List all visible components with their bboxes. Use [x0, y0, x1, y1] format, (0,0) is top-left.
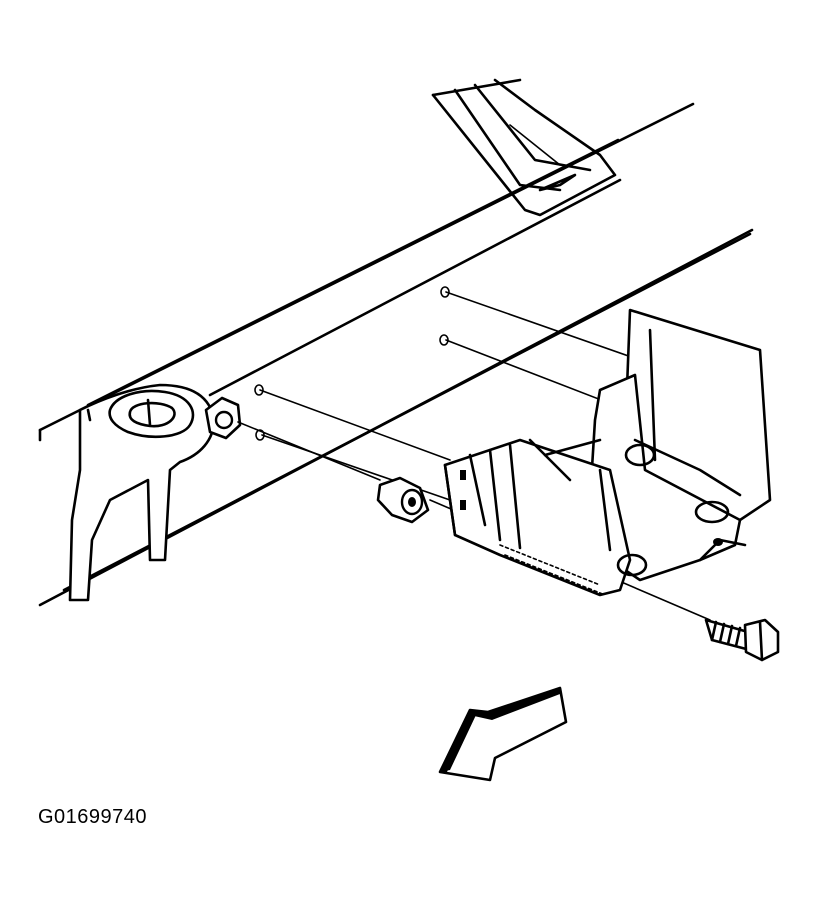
upper-crossmember — [431, 78, 617, 217]
front-direction-arrow — [438, 686, 568, 782]
hex-nut — [204, 396, 242, 440]
hex-bolt — [704, 618, 780, 662]
body-mount-left — [68, 383, 216, 602]
figure-id-label: G01699740 — [38, 806, 148, 828]
spacer-sleeve — [376, 476, 430, 524]
washers — [254, 286, 450, 441]
support-bracket — [443, 308, 772, 597]
